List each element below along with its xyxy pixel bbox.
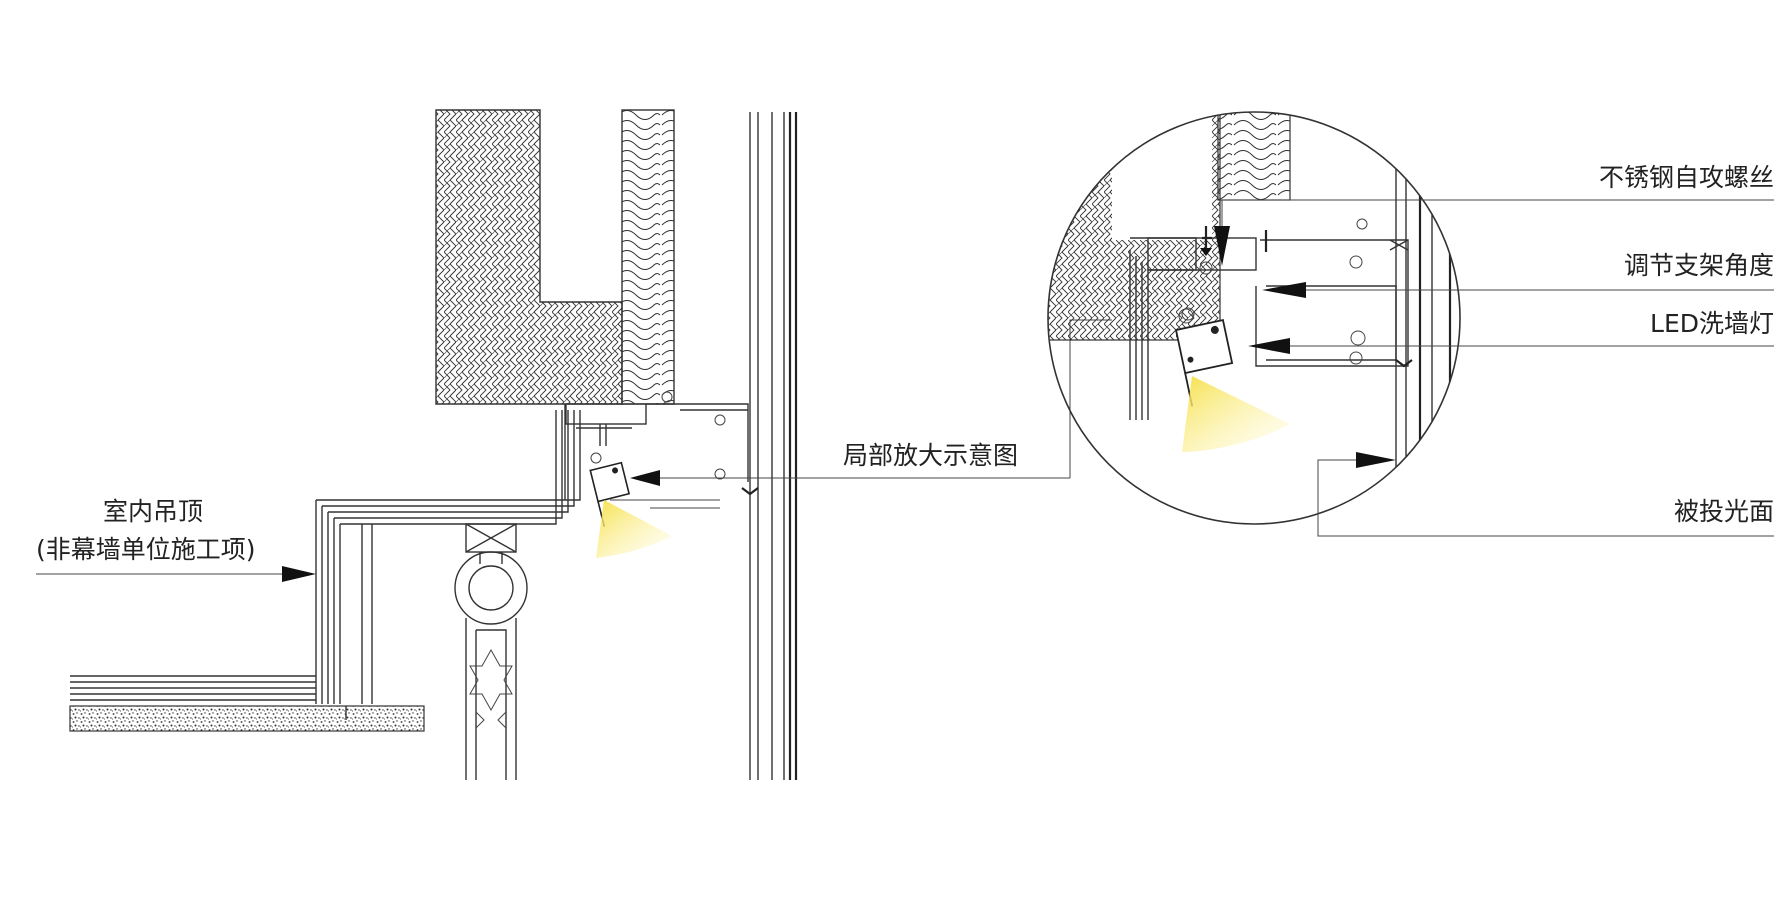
curtain-wall-mullion	[749, 112, 798, 780]
detail-circle	[1047, 111, 1774, 537]
light-beam-small	[596, 500, 672, 558]
detail-callout-label: 局部放大示意图	[843, 441, 1018, 470]
detail-insulation	[1217, 112, 1291, 201]
bracket-frame	[564, 391, 759, 500]
surface-arrow	[1356, 452, 1396, 468]
light-beam-large	[1182, 376, 1290, 452]
ceiling-label-line2: (非幕墙单位施工项)	[36, 535, 256, 564]
floor-slab	[69, 705, 425, 732]
screw-arrow	[1214, 226, 1230, 266]
bracket-label: 调节支架角度	[1624, 251, 1774, 280]
led-label: LED洗墙灯	[1650, 309, 1774, 338]
duct-column	[454, 523, 528, 780]
masonry-wall	[435, 109, 623, 405]
led-arrow	[1248, 338, 1290, 354]
ceiling-label-line1: 室内吊顶	[103, 497, 203, 526]
lit-surface-label: 被投光面	[1674, 497, 1774, 526]
ceiling-arrow	[282, 566, 316, 582]
left-section	[36, 109, 1112, 780]
detail-circle-outline	[1047, 111, 1461, 525]
screw-label: 不锈钢自攻螺丝	[1599, 163, 1774, 192]
insulation-layer	[621, 109, 675, 405]
ceiling-lines	[70, 410, 581, 704]
fixture-arrow	[630, 470, 660, 486]
bracket-arrow	[1262, 282, 1306, 298]
